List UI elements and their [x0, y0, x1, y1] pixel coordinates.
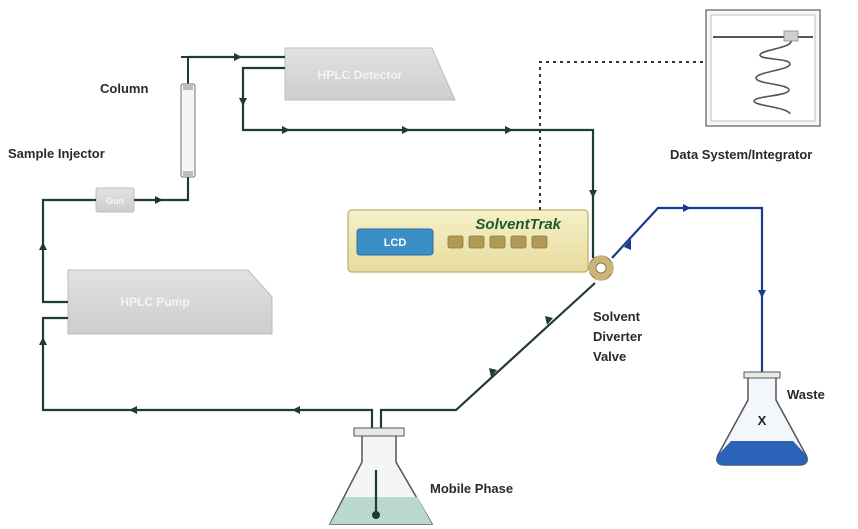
data-system-integrator: [705, 9, 821, 127]
solventtrak-button: [510, 235, 527, 249]
solventtrak-button: [468, 235, 485, 249]
data-system-label: Data System/Integrator: [670, 147, 813, 162]
arrow-right: [282, 126, 290, 134]
waste-label: Waste: [787, 387, 825, 402]
solventtrak-unit: SolventTrak LCD: [347, 209, 589, 273]
arrow-right: [234, 53, 242, 61]
solventtrak-button: [531, 235, 548, 249]
waste-flask: X: [716, 371, 808, 466]
lcd-label: LCD: [384, 237, 407, 249]
arrow-down: [589, 190, 597, 198]
arrow-up: [39, 242, 47, 250]
arrow-down: [239, 98, 247, 106]
sample-injector-label: Sample Injector: [8, 146, 105, 161]
lcd-display: [356, 228, 434, 256]
arrow-left: [129, 406, 137, 414]
hplc-pump-label: HPLC Pump: [120, 295, 189, 309]
hplc-pump: HPLC Pump: [67, 269, 273, 335]
solventtrak-button: [489, 235, 506, 249]
arrow-right: [402, 126, 410, 134]
mobile-phase-flask: [328, 427, 434, 525]
waste-line: [611, 204, 766, 395]
inlet-filter: [372, 511, 380, 519]
chromatogram-trace: [753, 40, 792, 115]
solventtrak-buttons: [447, 235, 548, 249]
sample-injector-box: Gun: [95, 187, 135, 213]
solvent-diverter-valve: [588, 255, 614, 281]
valve-label-solvent: Solvent: [593, 309, 640, 324]
waste-x-mark: X: [758, 413, 767, 428]
flow-arrows: [39, 53, 597, 414]
arrow-left: [292, 406, 300, 414]
solventtrak-title: SolventTrak: [475, 216, 561, 233]
hplc-detector: HPLC Detector: [284, 47, 456, 101]
arrow-down-left: [489, 368, 497, 377]
hplc-detector-label: HPLC Detector: [318, 68, 403, 82]
mobile-phase-label: Mobile Phase: [430, 481, 514, 496]
column-tube: [180, 56, 196, 182]
column-label: Column: [100, 81, 149, 96]
solventtrak-button: [447, 235, 464, 249]
valve-label-valve: Valve: [593, 349, 627, 364]
arrow-down-left: [545, 316, 553, 325]
arrow-right: [155, 196, 163, 204]
injector-box-label: Gun: [106, 196, 124, 206]
arrow-right: [505, 126, 513, 134]
valve-label-diverter: Diverter: [593, 329, 643, 344]
arrow-up: [39, 337, 47, 345]
signal-cable: [539, 61, 712, 210]
